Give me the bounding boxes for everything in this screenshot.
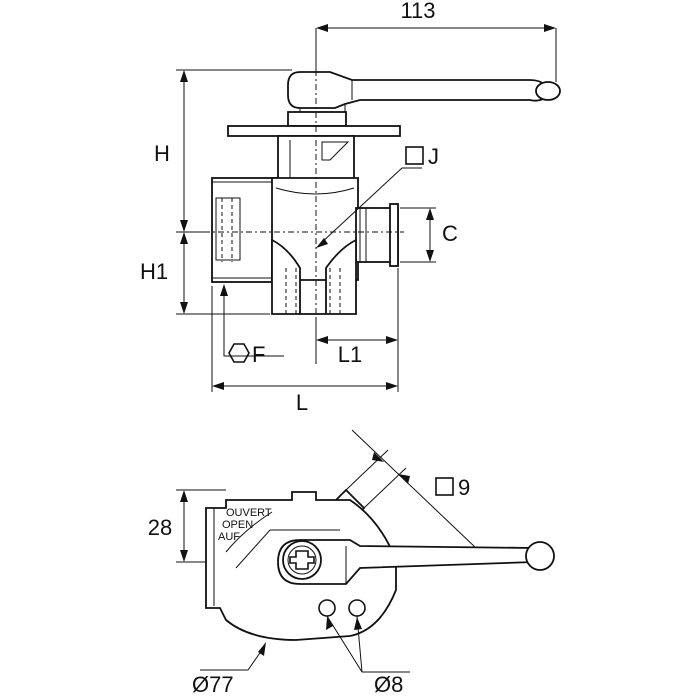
dim-j: J	[428, 144, 439, 169]
dim-28: 28	[148, 515, 172, 540]
dim-d77: Ø77	[192, 672, 234, 697]
plate-text-auf: AUF	[218, 531, 240, 543]
dim-h1: H1	[140, 259, 168, 284]
stop-plate	[227, 125, 401, 137]
top-view: 9 OUVERT OPEN AUF 28	[148, 429, 555, 697]
hexagon-icon	[228, 343, 250, 363]
dim-f: F	[252, 342, 265, 367]
right-port	[355, 203, 399, 267]
dim-h: H	[154, 141, 170, 166]
dim-9: 9	[458, 475, 470, 500]
bottom-port	[271, 238, 357, 315]
dim-c: C	[442, 221, 458, 246]
plate-text-open: OPEN	[222, 519, 253, 531]
dim-d8: Ø8	[374, 672, 403, 697]
square-icon	[435, 477, 454, 496]
handle-lever	[287, 71, 561, 119]
dim-l1: L1	[338, 342, 362, 367]
top-lever	[277, 539, 555, 585]
front-view: 113 H H1 C J F L1	[140, 0, 561, 415]
left-port	[211, 177, 277, 283]
square-icon	[405, 146, 424, 165]
dim-113: 113	[400, 0, 435, 23]
dim-l: L	[296, 390, 308, 415]
screw	[282, 540, 322, 580]
plate-text-ouvert: OUVERT	[226, 507, 272, 519]
